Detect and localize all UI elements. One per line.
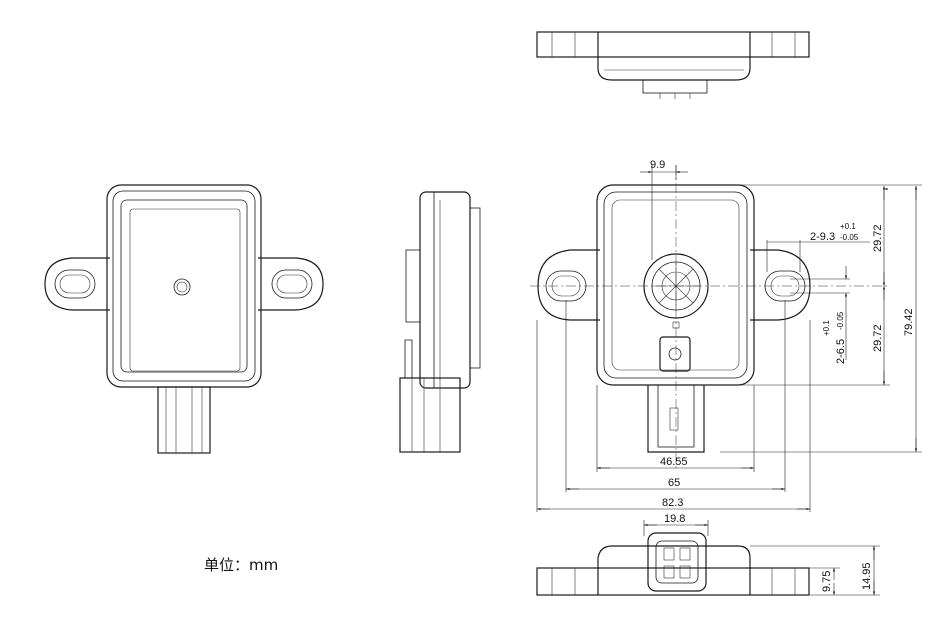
main-view	[530, 165, 888, 470]
dim-hole-tol-minus: -0.05	[836, 311, 845, 330]
dim-slot-main: 2-9.3	[810, 231, 835, 243]
bottom-view	[536, 532, 810, 596]
dim-29-72-bottom: 29.72	[872, 324, 884, 352]
dim-9-9: 9.9	[650, 159, 665, 171]
dim-hole-main: 2-6.5	[835, 339, 847, 364]
dim-9-75: 9.75	[821, 571, 833, 592]
unit-label: 单位：mm	[204, 556, 279, 574]
dim-slot-tol-plus: +0.1	[840, 222, 856, 231]
dim-slot-tol-minus: -0.05	[840, 233, 859, 242]
front-view	[44, 184, 324, 454]
dim-82-3: 82.3	[662, 497, 683, 509]
top-view	[536, 31, 810, 99]
dimension-labels: 9.9 29.72 29.72 79.42 2-9.3 +0.1 -0.05 2…	[650, 159, 915, 592]
dimension-lines	[536, 165, 922, 596]
dim-46-55: 46.55	[660, 456, 688, 468]
dim-65: 65	[668, 477, 680, 489]
side-view	[399, 191, 481, 453]
dim-19-8: 19.8	[664, 513, 685, 525]
dim-29-72-top: 29.72	[872, 224, 884, 252]
dim-79-42: 79.42	[903, 308, 915, 336]
dim-hole-tol-plus: +0.1	[822, 320, 831, 336]
dim-14-95: 14.95	[861, 562, 873, 590]
